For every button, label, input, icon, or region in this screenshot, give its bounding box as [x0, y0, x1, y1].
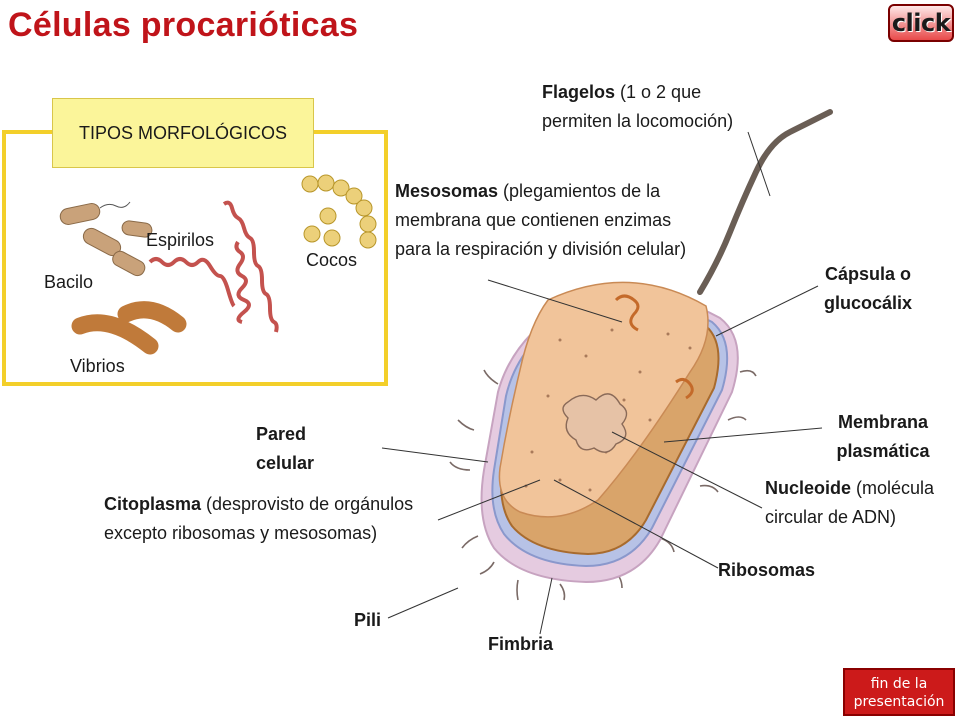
label-mesosomas: Mesosomas (plegamientos de la membrana q…	[395, 181, 687, 259]
vibrios-drawing	[71, 301, 187, 355]
bacilos-label: Bacilo	[44, 272, 94, 292]
click-button[interactable]: click	[888, 4, 954, 42]
cocos-drawing	[301, 174, 377, 249]
label-fimbria: Fimbria	[488, 634, 554, 654]
leader-lines	[381, 131, 823, 635]
label-citoplasma: Citoplasma (desprovisto de orgánulos exc…	[104, 494, 414, 543]
label-pared-celular: Pared celular	[256, 424, 315, 473]
click-button-label: click	[891, 9, 951, 37]
vibrios-label: Vibrios	[70, 356, 125, 376]
label-nucleoide: Nucleoide (molécula circular de ADN)	[765, 478, 935, 527]
label-membrana-plasmatica: Membrana plasmática	[836, 412, 930, 461]
cocos-label: Cocos	[306, 250, 358, 270]
end-button-line1: fin de la	[870, 676, 928, 692]
label-ribosomas: Ribosomas	[718, 560, 816, 580]
morphological-types-illustration	[59, 174, 377, 355]
flagellum	[697, 109, 833, 295]
espirilos-drawing	[148, 200, 279, 333]
types-panel-header: TIPOS MORFOLÓGICOS	[52, 98, 314, 168]
espirilos-label: Espirilos	[146, 230, 215, 250]
mesosome	[675, 377, 694, 400]
end-presentation-button[interactable]: fin de la presentación	[843, 668, 955, 716]
mesosome	[614, 294, 640, 332]
end-button-line2: presentación	[853, 694, 945, 710]
page-title: Células procarióticas	[8, 6, 359, 44]
label-flagelos: Flagelos (1 o 2 que permiten la locomoci…	[542, 82, 734, 131]
nucleoid	[562, 393, 628, 453]
label-capsula: Cápsula o glucocálix	[823, 264, 913, 313]
bacilos-drawing	[59, 201, 153, 277]
label-pili: Pili	[354, 610, 382, 630]
